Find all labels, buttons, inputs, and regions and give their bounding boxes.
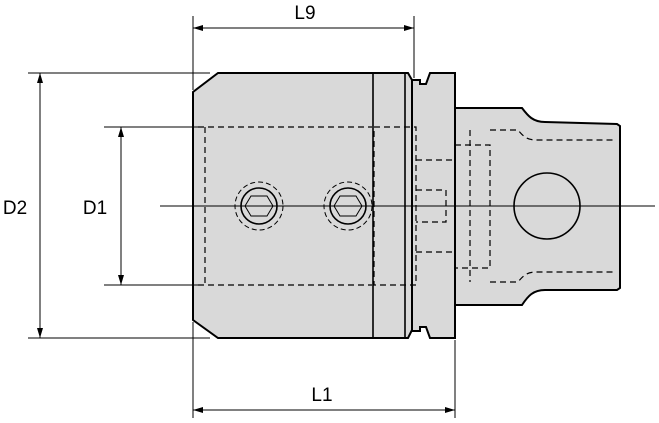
- label-d2: D2: [3, 198, 27, 219]
- bore-step-hidden: [373, 126, 417, 286]
- label-d1: D1: [83, 198, 107, 219]
- bore-hidden-line: [198, 126, 372, 286]
- shank-hidden: [455, 129, 615, 283]
- label-l1: L1: [311, 385, 332, 406]
- label-l9: L9: [294, 3, 315, 24]
- dimension-d2: D2: [3, 72, 210, 339]
- dimension-l9: L9: [192, 3, 415, 90]
- dimension-d1: D1: [83, 126, 200, 286]
